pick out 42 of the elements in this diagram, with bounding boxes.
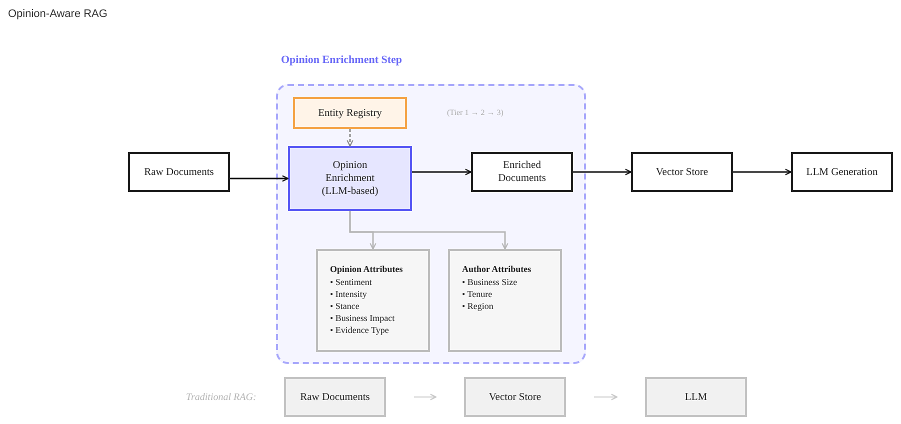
process-box [128,152,230,192]
arrow [594,394,618,400]
arrow [349,211,508,250]
process-box [631,152,733,192]
arrow [733,168,792,176]
list-item: • Intensity [330,288,367,300]
process-box [471,152,573,192]
process-box [645,377,747,417]
box-label: Raw Documents [300,390,370,404]
list-item: • Sentiment [330,276,372,288]
list-item: • Business Impact [330,312,395,324]
box-label: Vector Store [488,390,542,404]
card-heading: Author Attributes [462,263,532,275]
attribute-card [316,249,430,352]
list-item: • Tenure [462,288,492,300]
box-label: LLM Generation [806,166,878,178]
list-item: • Business Size [462,276,518,288]
card-heading: Opinion Attributes [330,263,403,275]
process-box [284,377,386,417]
registry-box [293,97,407,129]
box-label: Vector Store [656,166,708,178]
box-label: Opinion Enrichment (LLM-based) [320,159,380,198]
process-box [791,152,893,192]
box-label: Enriched Documents [497,159,547,185]
enrichment-box [288,146,412,211]
list-item: • Region [462,300,494,312]
arrow [230,175,289,182]
group-heading: Opinion Enrichment Step [281,53,402,68]
list-item: • Evidence Type [330,324,389,336]
diagram-title: Opinion-Aware RAG [8,7,108,22]
box-label: LLM [684,390,708,404]
row-label: Traditional RAG: [186,391,256,405]
box-label: Raw Documents [144,166,214,178]
process-box [464,377,566,417]
arrow [346,129,354,147]
box-label: Entity Registry [318,106,382,120]
list-item: • Stance [330,300,360,312]
arrow [412,168,472,176]
attribute-card [448,249,562,352]
arrow [414,394,437,400]
arrow [573,168,632,176]
tier-note: (Tier 1 → 2 → 3) [447,107,504,119]
